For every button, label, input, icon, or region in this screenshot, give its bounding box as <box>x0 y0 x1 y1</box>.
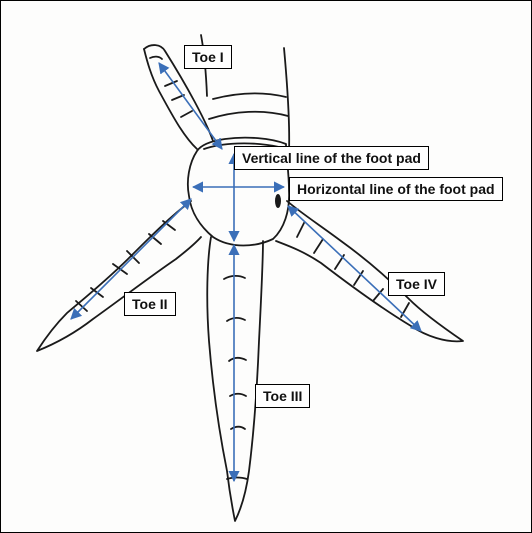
toe-4-length-arrow <box>288 206 421 331</box>
shank-right-edge <box>284 48 289 151</box>
toe-1-length-arrow <box>159 63 222 149</box>
toe-2-outline <box>37 201 201 351</box>
label-toe-1: Toe I <box>184 45 232 69</box>
label-vertical-line: Vertical line of the foot pad <box>234 146 429 170</box>
label-horizontal-line: Horizontal line of the foot pad <box>289 177 503 201</box>
toe-3-outline <box>207 237 263 521</box>
label-toe-3: Toe III <box>255 384 310 408</box>
label-toe-2: Toe II <box>124 292 176 316</box>
label-toe-4: Toe IV <box>388 272 445 296</box>
